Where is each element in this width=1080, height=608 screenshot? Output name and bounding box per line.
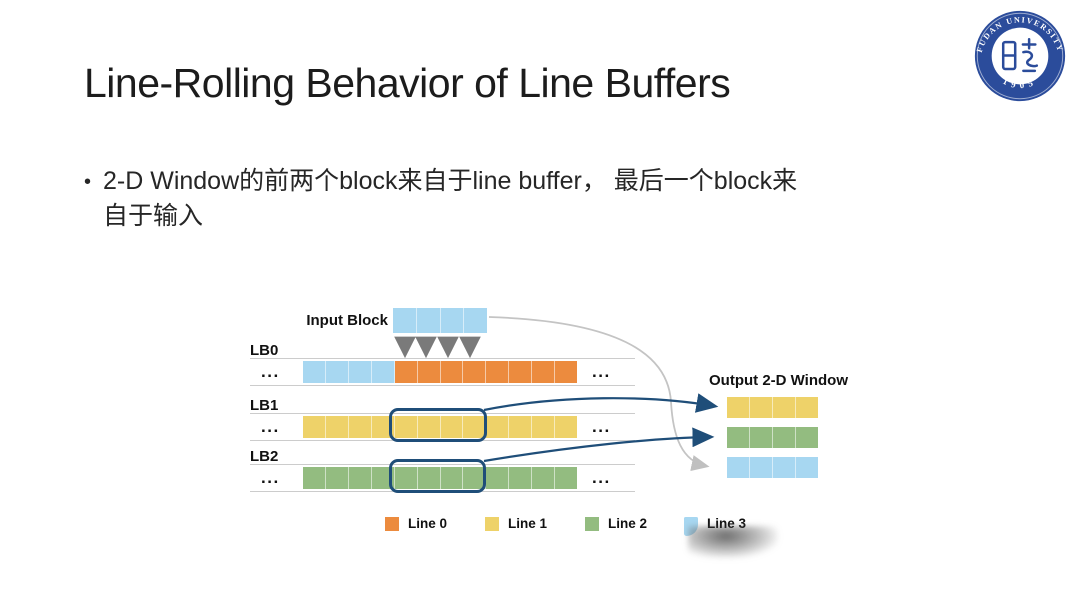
buffer-cell [796,457,818,478]
buffer-cell [486,416,510,438]
buffer-cell [750,427,773,448]
bullet-line-2: 自于输入 [103,202,204,230]
lb1-ellipsis-right: ... [592,417,611,436]
buffer-cell [796,427,818,448]
buffer-cell [348,467,372,489]
buffer-cell [727,427,750,448]
buffer-cell [417,361,441,383]
lb2-ellipsis-right: ... [592,468,611,487]
buffer-cell [796,397,818,418]
lb0-ellipsis-right: ... [592,362,611,381]
line2-color-swatch [585,517,599,531]
buffer-cell [416,308,441,333]
input-to-lb0-arrows [394,336,481,359]
buffer-cell [555,361,578,383]
buffer-cell [371,416,395,438]
buffer-cell [727,457,750,478]
buffer-cell [773,457,796,478]
buffer-cell [532,416,556,438]
buffer-cell [325,467,349,489]
lb2-track-line-top [250,464,635,465]
legend-item-line0: Line 0 [385,514,447,534]
lb1-highlight-box [389,408,487,442]
slide-title: Line-Rolling Behavior of Line Buffers [84,60,731,106]
legend-label: Line 1 [508,516,548,531]
logo-seal-emblem [1001,37,1039,73]
buffer-cell [440,361,464,383]
buffer-cell [532,361,556,383]
lb2-highlight-box [389,459,486,493]
legend-item-line2: Line 2 [585,514,647,534]
bullet-line-1: 2-D Window的前两个block来自于line buffer， 最后一个b… [103,167,798,195]
output-window-label: Output 2-D Window [709,372,848,389]
buffer-cell [303,361,326,383]
lb1-track-line-top [250,413,635,414]
lb0-cells [303,361,578,383]
legend-label: Line 0 [408,516,448,531]
bullet-point: • 2-D Window的前两个block来自于line buffer， 最后一… [84,164,797,234]
input-to-output-line3-arrow [488,316,710,471]
buffer-cell [464,308,487,333]
buffer-cell [371,467,395,489]
logo-inner-circle [991,27,1049,85]
buffer-cell [440,467,464,489]
lb2-cells [303,467,578,489]
buffer-cell [393,308,417,333]
line1-color-swatch [485,517,499,531]
legend-label: Line 2 [608,516,648,531]
lb1-label: LB1 [250,397,279,414]
blurred-watermark [688,526,778,558]
lb2-ellipsis-left: ... [261,468,280,487]
svg-text:1905: 1905 [1001,76,1038,90]
buffer-cell [509,467,533,489]
buffer-cell [394,361,418,383]
bullet-text: 2-D Window的前两个block来自于line buffer， 最后一个b… [103,164,797,234]
buffer-cell [348,416,372,438]
buffer-cell [325,416,349,438]
legend-item-line1: Line 1 [485,514,547,534]
buffer-cell [303,467,326,489]
buffer-cell [463,361,487,383]
buffer-cell [394,467,418,489]
buffer-cell [509,416,533,438]
buffer-cell [532,467,556,489]
bullet-marker: • [84,171,92,193]
logo-year-text: 1905 [1001,76,1034,90]
lb0-ellipsis-left: ... [261,362,280,381]
buffer-cell [773,427,796,448]
lb1-to-output-line1-arrow [483,393,719,413]
buffer-cell [486,467,510,489]
lb2-label: LB2 [250,448,279,465]
buffer-cell [440,416,464,438]
buffer-cell [417,467,441,489]
buffer-cell [555,416,578,438]
buffer-cell [727,397,750,418]
buffer-cell [303,416,326,438]
fudan-university-logo: FUDAN UNIVERSITY 1905 [975,10,1066,102]
buffer-cell [394,416,418,438]
buffer-cell [750,457,773,478]
buffer-cell [486,361,510,383]
output-row-line1 [727,397,818,418]
buffer-cell [348,361,372,383]
buffer-cell [371,361,395,383]
buffer-cell [750,397,773,418]
lb0-track-line-bottom [250,385,635,386]
buffer-cell [325,361,349,383]
buffer-cell [555,467,578,489]
output-row-line2 [727,427,818,448]
buffer-cell [509,361,533,383]
lb1-ellipsis-left: ... [261,417,280,436]
input-block-label: Input Block [306,312,388,329]
buffer-cell [440,308,465,333]
buffer-cell [773,397,796,418]
input-block-cells [393,308,487,333]
lb0-track-line-top [250,358,635,359]
output-row-line3 [727,457,818,478]
lb0-label: LB0 [250,342,279,359]
line0-color-swatch [385,517,399,531]
buffer-cell [417,416,441,438]
